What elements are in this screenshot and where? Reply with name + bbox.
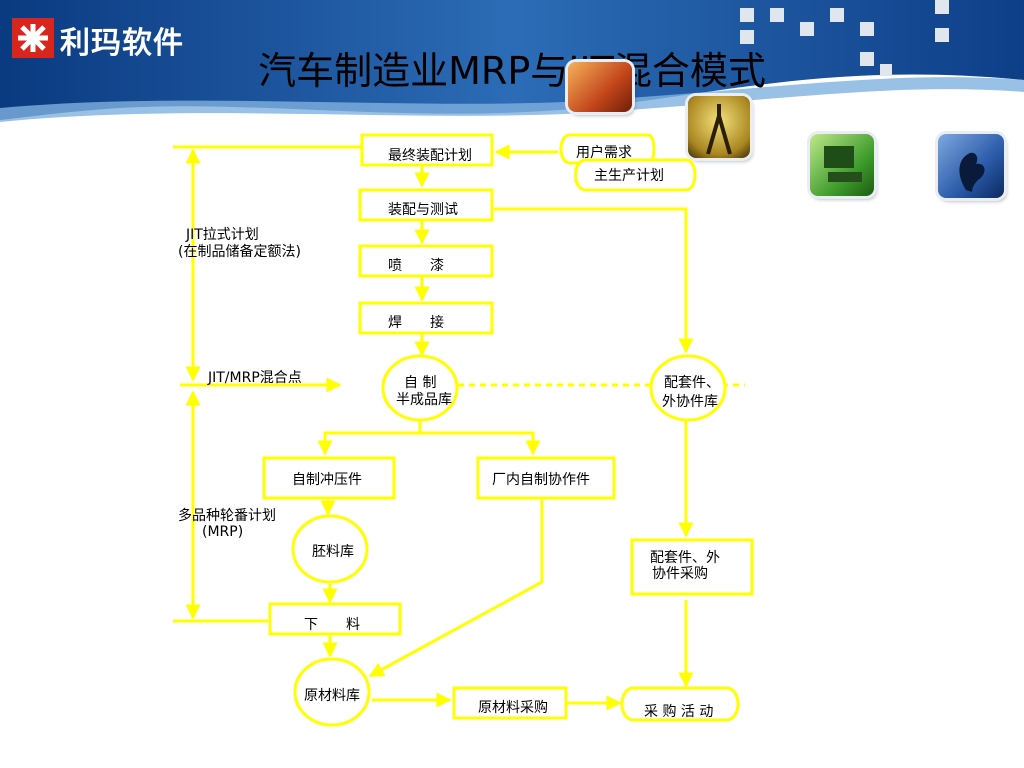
connector: [494, 207, 694, 354]
cutting-label: 下 料: [304, 617, 360, 633]
painting-label: 喷 漆: [388, 258, 444, 274]
hand-icon: [938, 134, 1004, 198]
worker-photo-icon: [688, 96, 750, 158]
connector: [317, 420, 422, 456]
parts-purchase-label-2: 协件采购: [652, 566, 708, 582]
final-assembly-plan-box: [360, 133, 494, 167]
raw-purchase-box: [452, 686, 568, 720]
welding-box: [358, 301, 494, 335]
connector: [368, 500, 544, 678]
raw-store-label: 原材料库: [304, 688, 360, 704]
self-stamping-label: 自制冲压件: [292, 472, 362, 488]
blank-store-circle: [291, 514, 369, 584]
logo-text: 利玛软件: [60, 26, 184, 61]
purchasing-box: [620, 686, 740, 722]
decorative-squares: [740, 0, 949, 76]
raw-purchase-label: 原材料采购: [478, 700, 548, 716]
mix-point-annotation: JIT/MRP混合点: [207, 370, 302, 386]
assembly-test-label: 装配与测试: [388, 202, 458, 218]
mrp-annotation-1: 多品种轮番计划: [178, 507, 276, 524]
blank-store-label: 胚料库: [312, 544, 354, 560]
assembly-test-box: [358, 188, 494, 222]
header-banner: [0, 0, 1024, 122]
painting-box: [358, 244, 494, 278]
page-title: 汽车制造业MRP与JIT混合模式: [258, 49, 766, 93]
user-demand-label: 用户需求: [576, 144, 632, 161]
master-schedule-box: [574, 158, 697, 192]
inhouse-coop-label: 厂内自制协作件: [492, 472, 590, 488]
welding-label: 焊 接: [388, 314, 444, 331]
master-schedule-label: 主生产计划: [594, 168, 664, 184]
connector: [420, 431, 541, 456]
parts-purchase-box: [630, 538, 754, 596]
parts-store-label-2: 外协件库: [662, 394, 718, 410]
self-stamping-box: [262, 456, 396, 500]
final-assembly-plan-label: 最终装配计划: [388, 148, 472, 164]
parts-store-label-1: 配套件、: [664, 375, 720, 391]
semi-store-label-2: 半成品库: [396, 392, 452, 408]
computer-icon: [810, 134, 874, 196]
jit-pull-annotation-2: (在制品储备定额法): [178, 243, 301, 260]
cutting-box: [268, 602, 402, 636]
inhouse-coop-box: [476, 456, 616, 500]
semi-store-circle: [381, 354, 459, 422]
logo-icon: [12, 18, 54, 58]
parts-store-circle: [649, 354, 727, 422]
raw-store-circle: [293, 657, 371, 727]
parts-purchase-label-1: 配套件、外: [650, 550, 720, 566]
jit-pull-annotation-1: JIT拉式计划: [185, 227, 259, 243]
purchasing-label: 采 购 活 动: [644, 704, 713, 720]
semi-store-label-1: 自 制: [404, 375, 436, 391]
fire-photo-icon: [568, 62, 632, 112]
mrp-annotation-2: (MRP): [202, 524, 243, 540]
